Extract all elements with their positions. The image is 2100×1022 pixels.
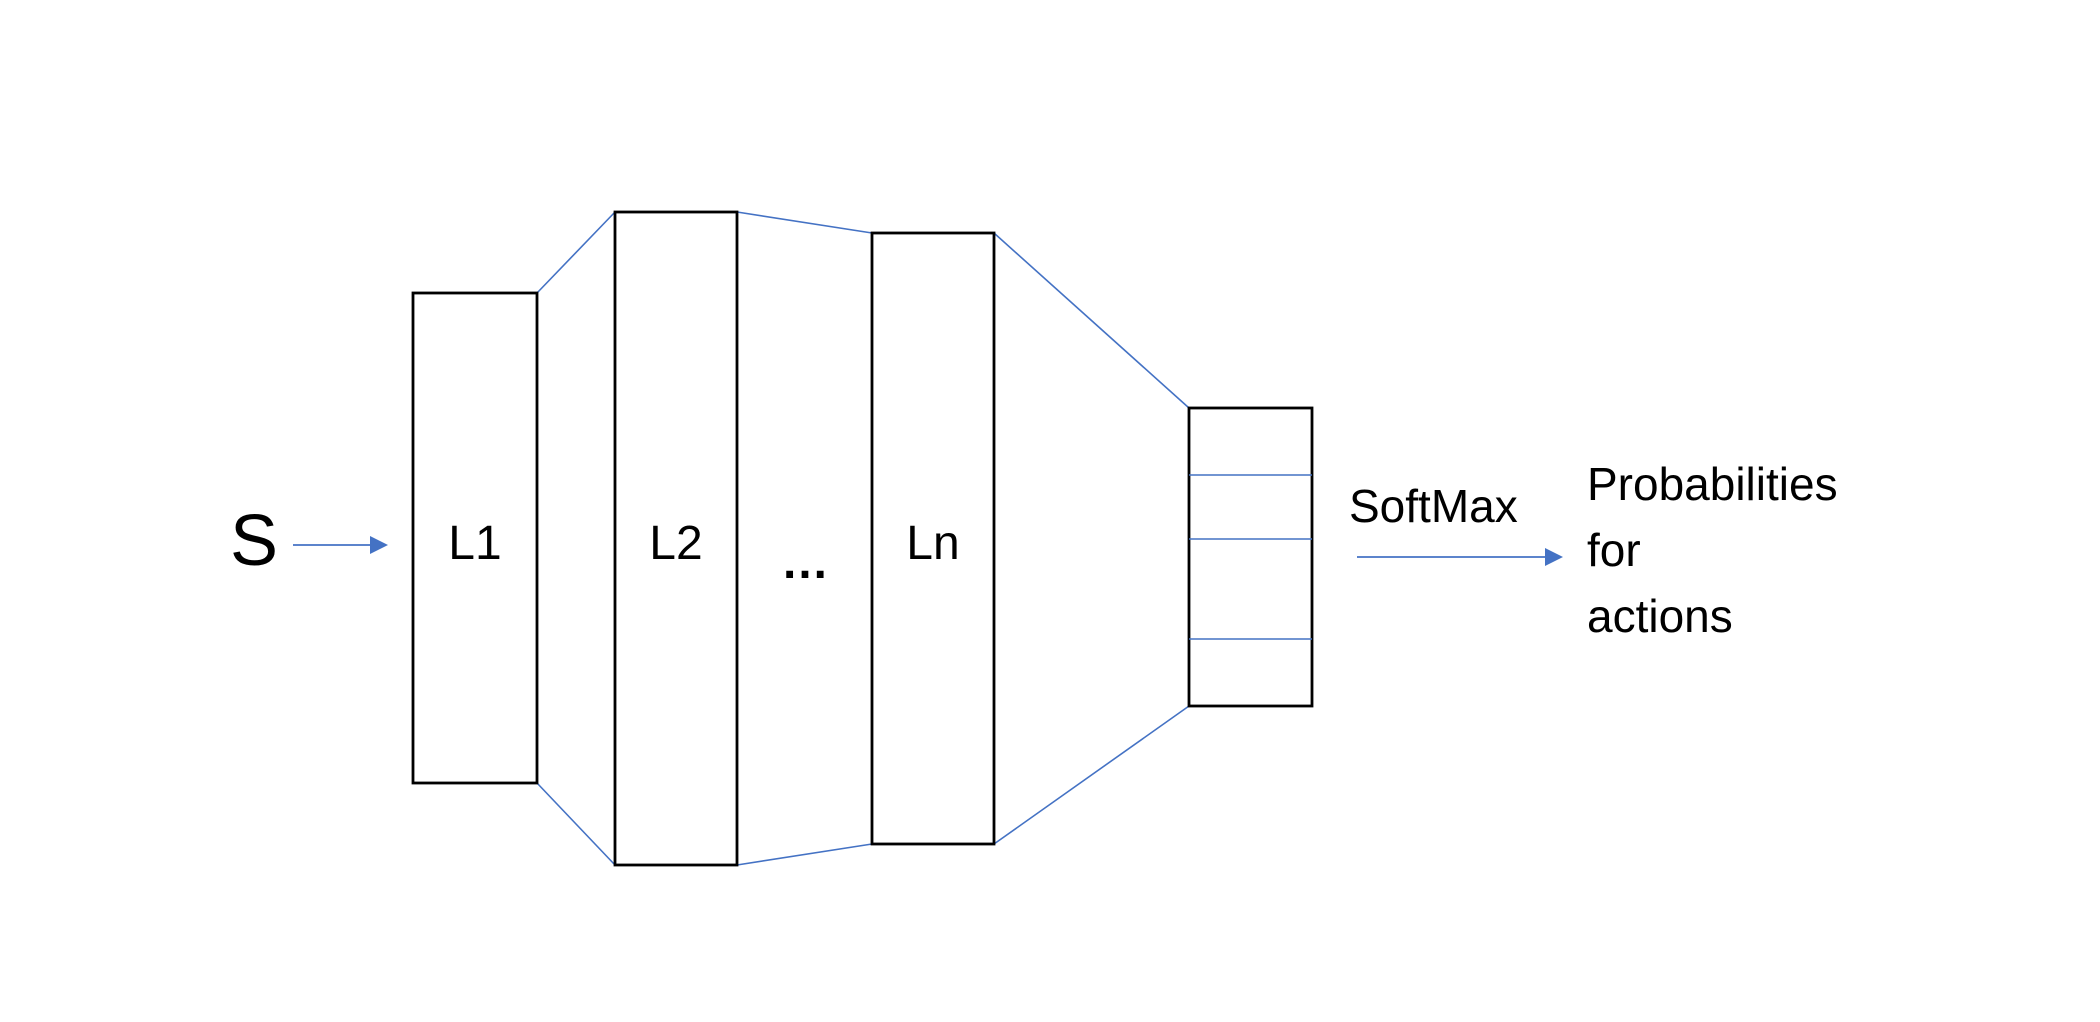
connector-ln-output-top bbox=[993, 232, 1190, 409]
output-arrow bbox=[1357, 548, 1563, 566]
softmax-label: SoftMax bbox=[1349, 480, 1518, 532]
input-label-s: S bbox=[230, 501, 278, 581]
layer-ln: Ln bbox=[870, 231, 996, 846]
ellipsis-label: … bbox=[781, 536, 829, 589]
connector-l1-l2-bottom bbox=[536, 782, 616, 866]
layer-l1: L1 bbox=[411, 291, 539, 785]
connector-ln-output-bottom bbox=[993, 705, 1190, 845]
layer-l1-label: L1 bbox=[448, 517, 501, 570]
result-line-3: actions bbox=[1587, 590, 1733, 642]
result-line-2: for bbox=[1587, 524, 1641, 576]
layer-l2: L2 bbox=[613, 210, 739, 867]
layer-l2-label: L2 bbox=[649, 517, 702, 570]
layer-connectors bbox=[536, 211, 1190, 866]
layer-ln-box bbox=[870, 231, 996, 846]
connector-l1-l2-top bbox=[536, 211, 616, 294]
output-vector bbox=[1187, 406, 1314, 708]
layer-l1-box bbox=[411, 291, 539, 785]
input-arrow bbox=[293, 536, 388, 554]
connector-l2-ln-top bbox=[736, 211, 873, 234]
layer-ln-label: Ln bbox=[906, 517, 959, 570]
connector-l2-ln-bottom bbox=[736, 843, 873, 866]
output-result-text: Probabilities for actions bbox=[1587, 458, 1838, 642]
result-line-1: Probabilities bbox=[1587, 458, 1838, 510]
output-vector-box bbox=[1187, 406, 1314, 708]
layer-l2-box bbox=[613, 210, 739, 867]
